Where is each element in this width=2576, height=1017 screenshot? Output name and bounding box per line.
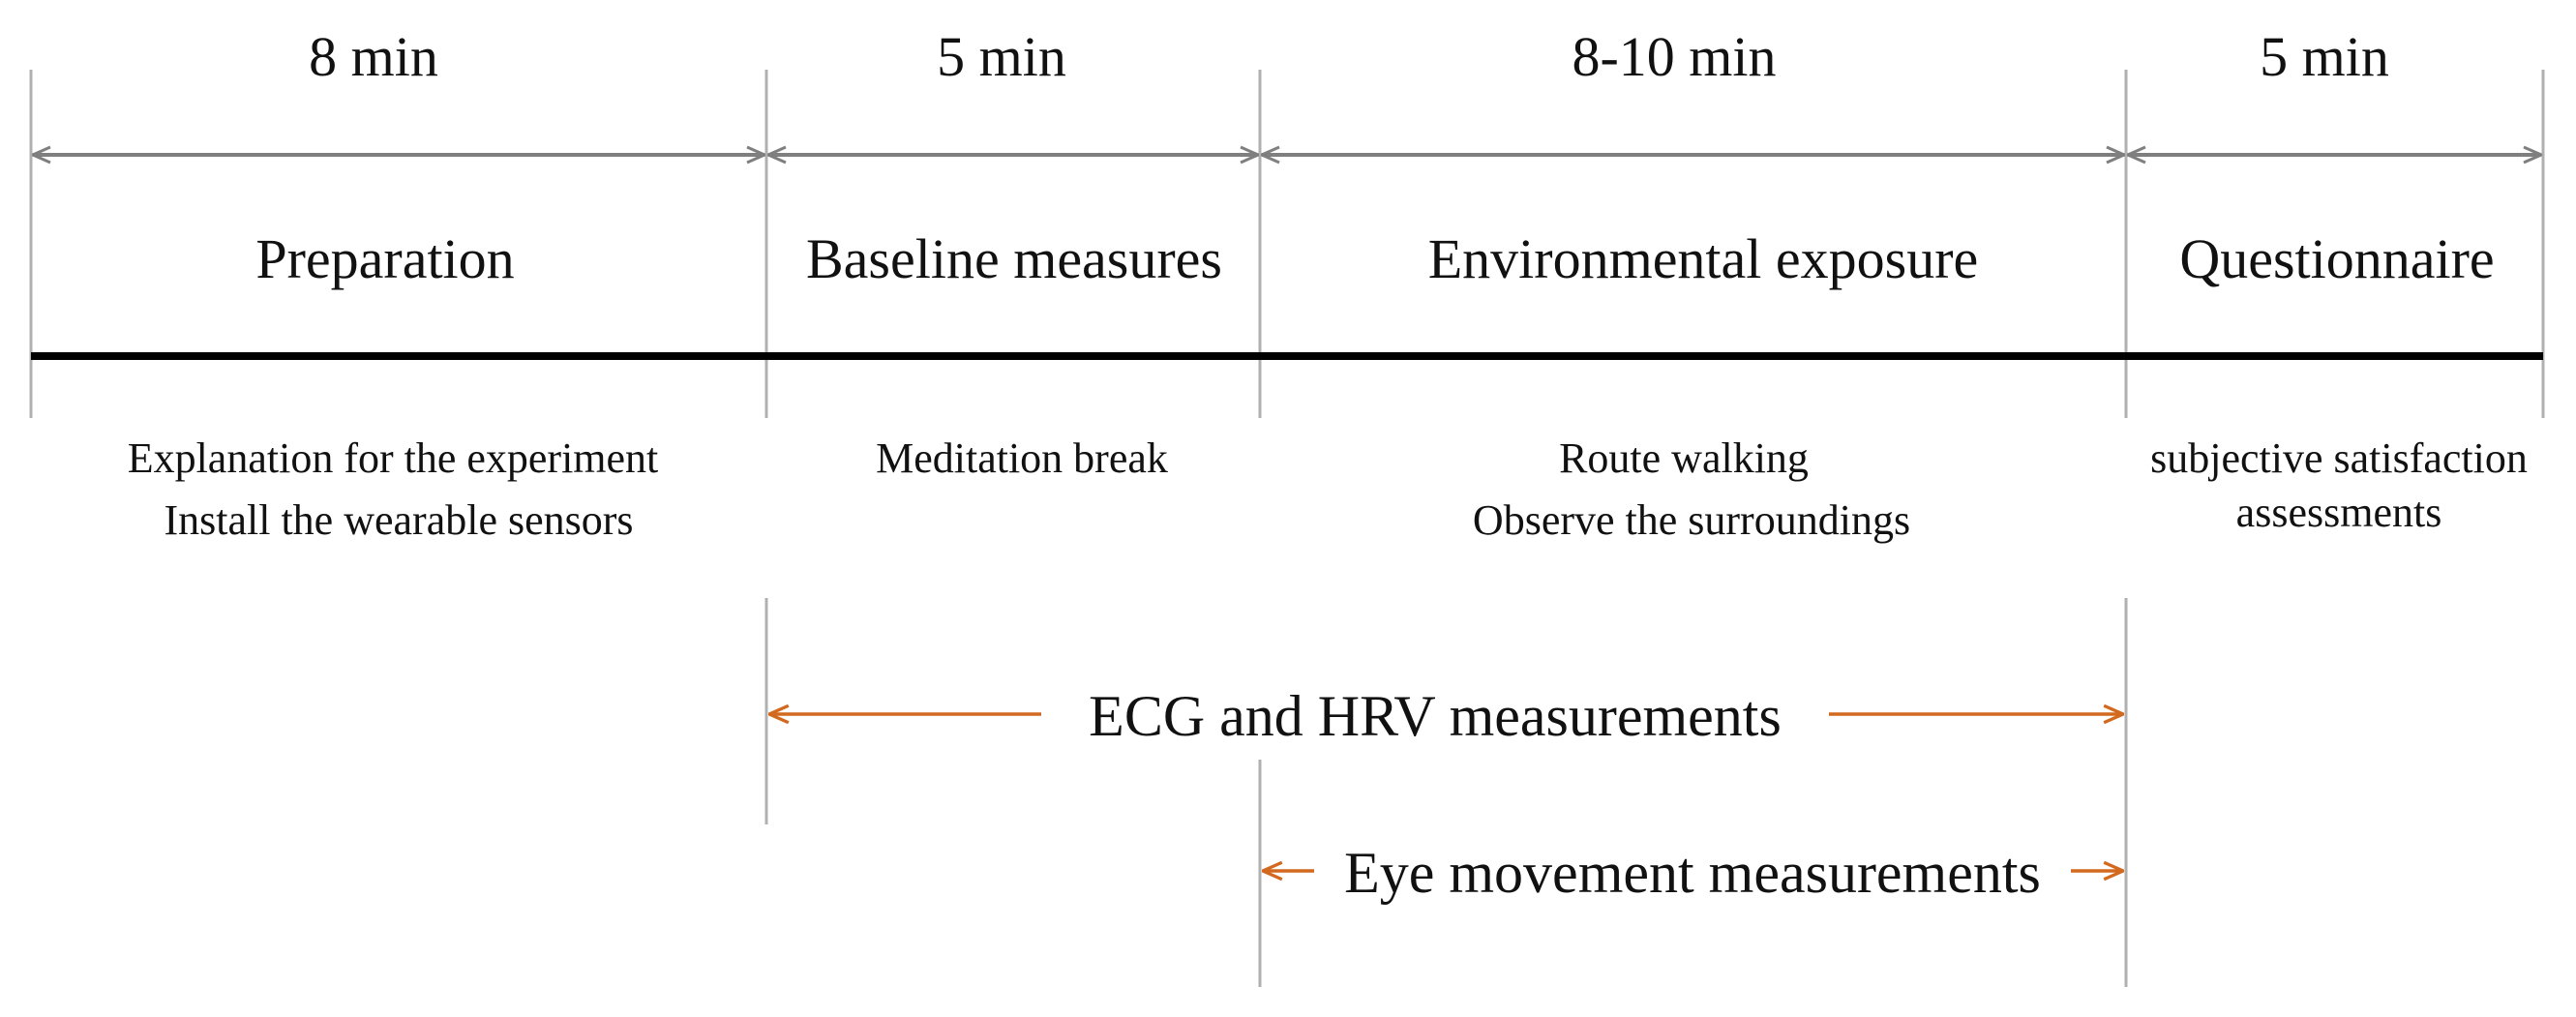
phase-descriptions: Explanation for the experiment Install t… (128, 434, 2528, 544)
phase-description-preparation-line-2: Install the wearable sensors (164, 496, 633, 544)
phase-description-preparation-line-1: Explanation for the experiment (128, 434, 659, 482)
phase-description-questionnaire-line-2: assessments (2236, 489, 2442, 536)
ecg-hrv-label: ECG and HRV measurements (1089, 684, 1782, 748)
eye-movement-measurement: Eye movement measurements (1263, 841, 2123, 905)
duration-labels: 8 min 5 min 8-10 min 5 min (309, 25, 2389, 88)
duration-label-baseline: 5 min (937, 25, 1066, 88)
duration-label-preparation: 8 min (309, 25, 438, 88)
phase-names: Preparation Baseline measures Environmen… (255, 227, 2494, 290)
duration-label-exposure: 8-10 min (1572, 25, 1776, 88)
phase-description-questionnaire-line-1: subjective satisfaction (2150, 434, 2528, 482)
duration-label-questionnaire: 5 min (2260, 25, 2389, 88)
phase-description-exposure-line-1: Route walking (1559, 434, 1809, 482)
phase-name-baseline: Baseline measures (806, 227, 1222, 290)
phase-name-exposure: Environmental exposure (1428, 227, 1979, 290)
phase-description-exposure-line-2: Observe the surroundings (1473, 496, 1910, 544)
measurement-boundaries (764, 598, 2128, 987)
phase-name-questionnaire: Questionnaire (2179, 227, 2494, 290)
eye-movement-label: Eye movement measurements (1344, 841, 2041, 905)
ecg-hrv-measurement: ECG and HRV measurements (769, 684, 2123, 748)
phase-description-baseline-line-1: Meditation break (876, 434, 1168, 482)
phase-name-preparation: Preparation (255, 227, 514, 290)
